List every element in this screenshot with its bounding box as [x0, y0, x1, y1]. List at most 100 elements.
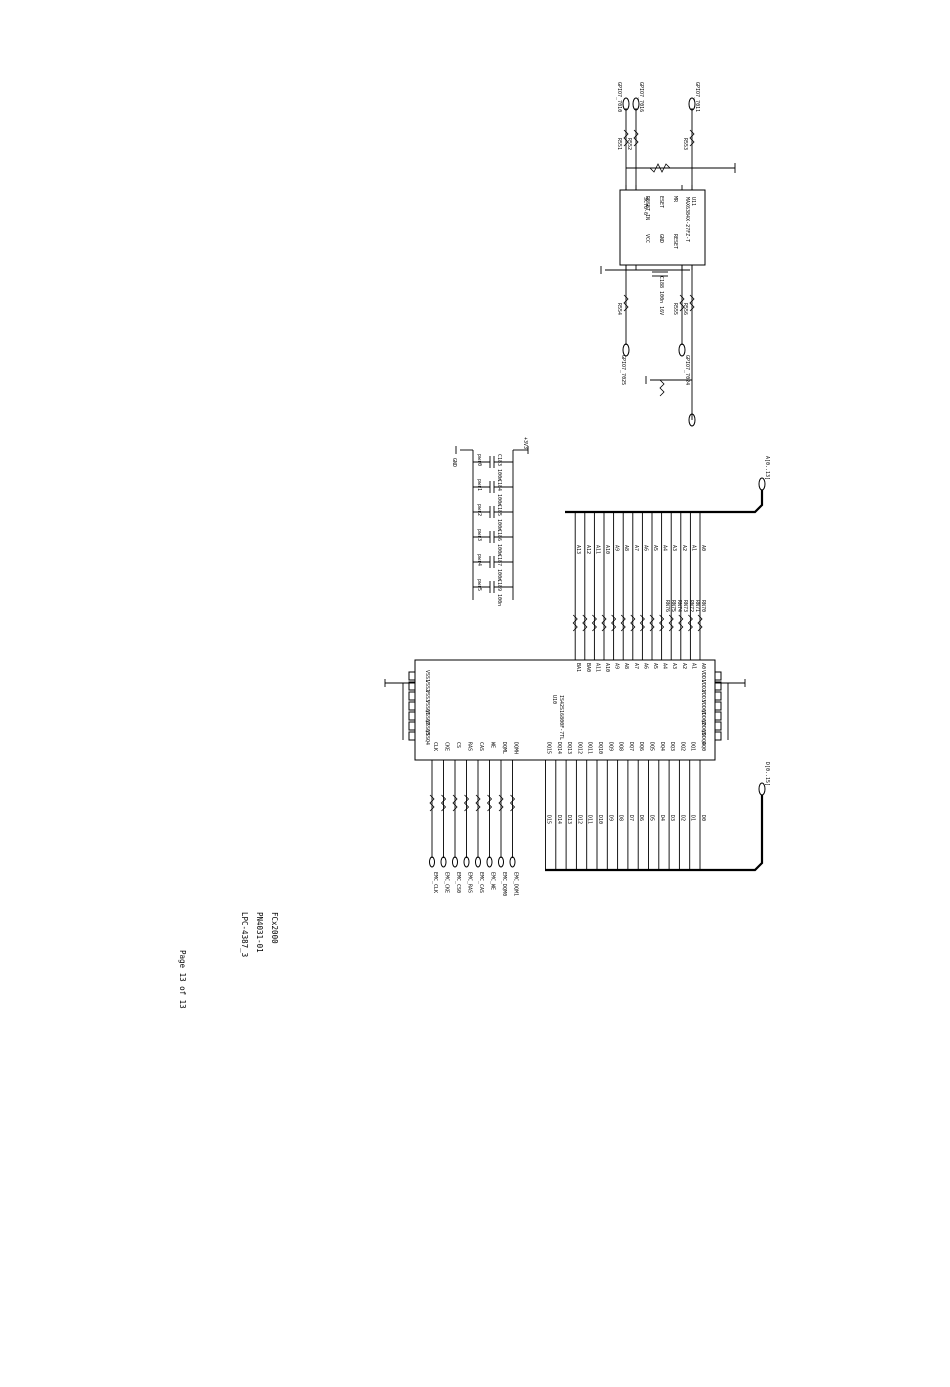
reset-ic-pin-label: RESET: [672, 234, 678, 249]
sdram-vss-pin: VSS3: [424, 690, 430, 702]
control-net-label: EMC_CLK: [432, 872, 438, 893]
control-net-label: EMC_CKE: [444, 872, 450, 893]
sdram-data-pin: DQ7: [628, 742, 634, 751]
control-net-label: EMC_RAS: [467, 872, 473, 893]
resistor-pack-label: RN74: [676, 600, 682, 612]
net-connector: [509, 856, 516, 868]
data-net-label: D12: [576, 815, 582, 824]
net-connector: [486, 856, 493, 868]
sdram-vdd-pin: VDDQ2: [700, 710, 706, 725]
reset-resistor-label: R552: [626, 138, 632, 150]
net-label-reset-3: GPIO7_7011: [694, 82, 700, 112]
reset-ic-body: [619, 189, 706, 266]
sdram-vss-pin: VSS1: [424, 670, 430, 682]
sdram-address-pin: A1: [690, 663, 696, 669]
decoupling-net-label: pwr1: [476, 479, 482, 491]
net-label-reset-1: GPIO7_7010: [616, 82, 622, 112]
net-connector: [440, 856, 447, 868]
decoupling-capacitor-label: C185 100n: [496, 504, 502, 531]
sdram-control-pin: CLK: [432, 742, 438, 751]
data-net-label: D10: [597, 815, 603, 824]
address-net-label: A5: [652, 545, 658, 551]
reset-resistor-label: R553: [682, 138, 688, 150]
decoupling-net-label: pwr3: [476, 529, 482, 541]
sdram-part: IS42S16800F-7TL: [558, 695, 564, 740]
series-resistor: [659, 614, 665, 632]
data-net-label: D3: [669, 815, 675, 821]
sdram-address-pin: A2: [681, 663, 687, 669]
net-connector: [463, 856, 470, 868]
reset-capacitor-label: C188 100n 16V: [658, 276, 664, 315]
series-resistor: [429, 794, 435, 812]
sdram-control-pin: DQML: [501, 742, 507, 754]
resistor-pack-label: RN75: [670, 600, 676, 612]
series-resistor: [582, 614, 588, 632]
decoupling-net-label: pwr5: [476, 579, 482, 591]
control-net-label: EMC_CS0: [455, 872, 461, 893]
sdram-data-pin: DQ9: [607, 742, 613, 751]
series-resistor: [601, 614, 607, 632]
series-resistor: [498, 794, 504, 812]
address-net-label: A4: [662, 545, 668, 551]
address-net-label: A8: [623, 545, 629, 551]
sdram-control-pin: CKE: [444, 742, 450, 751]
decoupling-supply-label: +3V3: [522, 437, 528, 449]
address-bus-label: A[0..13]: [764, 456, 770, 480]
net-connector: [475, 856, 481, 868]
sdram-data-pin: DQ6: [638, 742, 644, 751]
control-net-label: EMC_DQM0: [501, 872, 507, 896]
sdram-data-pin: DQ0: [700, 742, 706, 751]
reset-resistor-label: R555: [672, 303, 678, 315]
sdram-control-pin: WE: [490, 742, 496, 748]
series-resistor: [475, 794, 481, 812]
sdram-vss-pin: VSSQ1: [424, 700, 430, 715]
reset-ic-ref: U11: [690, 197, 696, 206]
data-net-label: D8: [618, 815, 624, 821]
decoupling-capacitor-label: C187 100n: [496, 554, 502, 581]
data-net-label: D14: [556, 815, 562, 824]
data-net-label: D1: [690, 815, 696, 821]
data-net-label: D0: [700, 815, 706, 821]
sdram-vss-pin: VSSQ4: [424, 730, 430, 745]
net-connector: [452, 856, 458, 868]
control-net-label: EMC_CAS: [478, 872, 484, 893]
reset-resistor-label: R554: [616, 303, 622, 315]
reset-ic-package: SC70-6: [642, 197, 648, 215]
sdram-address-pin: A4: [662, 663, 668, 669]
sdram-address-pin: BA0: [585, 663, 591, 672]
address-net-label: A2: [681, 545, 687, 551]
data-bus-label: D[0..15]: [764, 762, 770, 786]
sdram-data-pin: DQ8: [618, 742, 624, 751]
series-resistor: [697, 614, 703, 632]
sdram-address-pin: A6: [642, 663, 648, 669]
address-net-label: A10: [604, 545, 610, 554]
sdram-vss-pin: VSSQ2: [424, 710, 430, 725]
resistor-pack-label: RN76: [664, 600, 670, 612]
address-net-label: A9: [614, 545, 620, 551]
sdram-section: U10 IS42S16800F-7TL VDD1VDD2VDD3VDDQ1VDD…: [384, 456, 770, 896]
reset-ic-pin-label: MR: [672, 196, 678, 203]
decoupling-net-label: pwr0: [476, 454, 482, 466]
control-net-label: EMC_WE: [490, 872, 496, 890]
reset-ic-pin-label: GND: [658, 234, 664, 243]
decoupling-capacitor-label: C183 100n: [496, 454, 502, 481]
sdram-control-pin: CS: [455, 742, 461, 748]
sdram-address-pin: A0: [700, 663, 706, 669]
sdram-data-pin: DQ5: [649, 742, 655, 751]
address-net-label: A11: [594, 545, 600, 554]
sdram-data-pin: DQ13: [566, 742, 572, 754]
data-net-label: D6: [638, 815, 644, 821]
sdram-data-pin: DQ3: [669, 742, 675, 751]
sdram-address-pin: A9: [614, 663, 620, 669]
resistor-pack-label: RN70: [700, 600, 706, 612]
sdram-data-pin: DQ10: [597, 742, 603, 754]
data-net-label: D15: [546, 815, 552, 824]
sdram-ref: U10: [551, 695, 557, 704]
address-net-label: A1: [690, 545, 696, 551]
sdram-vdd-pin: VDDQ4: [700, 730, 706, 745]
sdram-vdd-pin: VDD3: [700, 690, 706, 702]
resistor-pack-label: RN73: [682, 600, 688, 612]
title-block: FCx2000 PN4031-01 LPC-4387_3 Page 13 of …: [178, 912, 279, 1009]
sdram-data-pin: DQ15: [546, 742, 552, 754]
series-resistor: [639, 614, 645, 632]
